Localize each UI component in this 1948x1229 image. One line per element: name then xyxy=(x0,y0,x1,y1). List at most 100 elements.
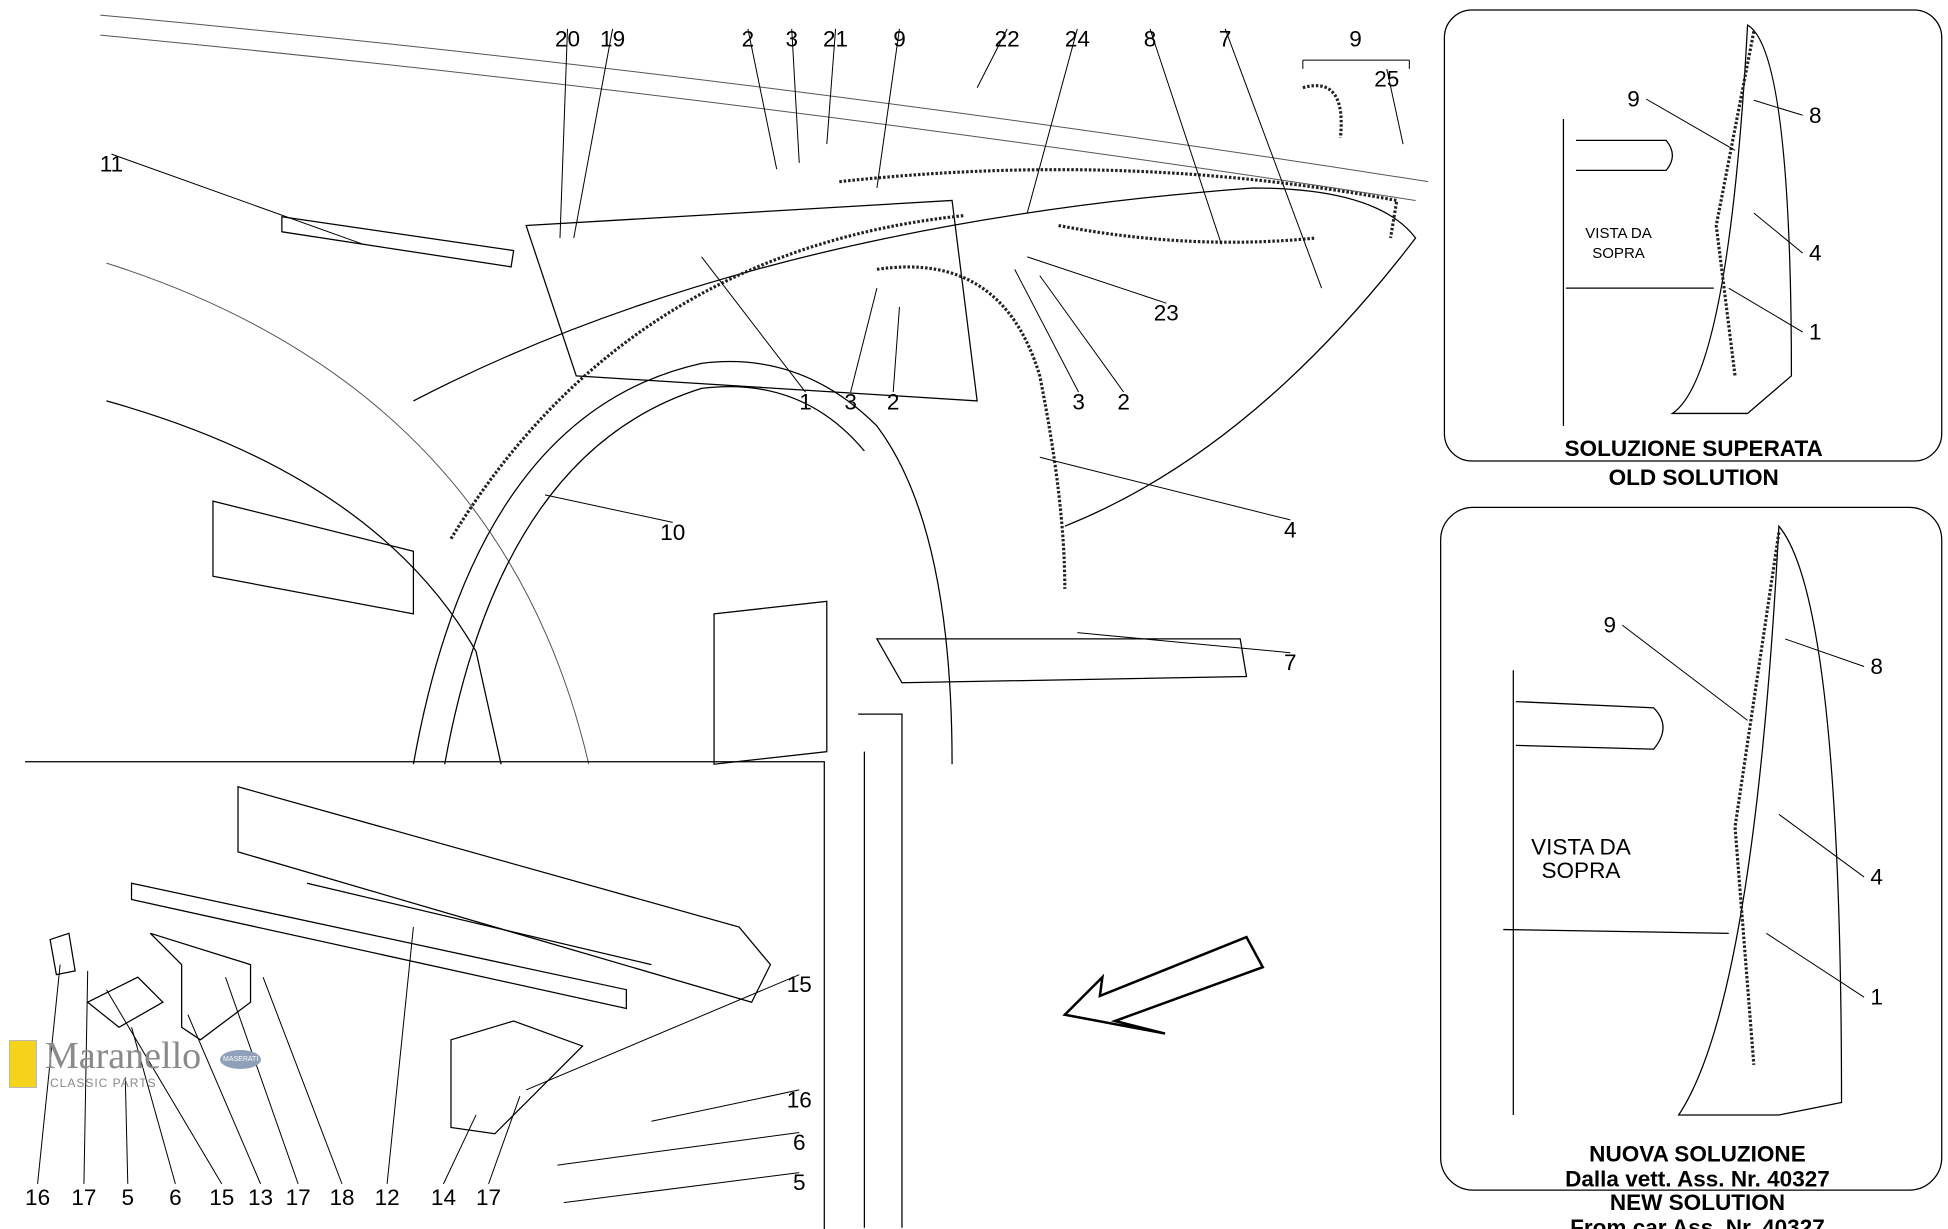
leader-line xyxy=(747,28,778,170)
new-view-label: VISTA DA xyxy=(1531,834,1631,859)
callout-label: 15 xyxy=(787,972,812,997)
leader-line xyxy=(525,974,800,1091)
leader-line xyxy=(1766,932,1865,998)
callout-label: 7 xyxy=(1284,650,1297,675)
new-solution-title: NEW SOLUTION xyxy=(1610,1190,1785,1215)
old-solution-title: SOLUZIONE SUPERATA xyxy=(1565,436,1823,461)
leader-line xyxy=(1149,28,1222,245)
leader-line xyxy=(1077,632,1291,654)
brand-name: Maranello xyxy=(45,1035,202,1077)
new-solution-title: From car Ass. Nr. 40327 xyxy=(1570,1215,1825,1229)
maranello-logo: Maranello CLASSIC PARTS MASERATI xyxy=(5,1035,335,1092)
leader-line xyxy=(37,964,61,1184)
callout-label: 3 xyxy=(1072,390,1085,415)
leader-line xyxy=(488,1096,521,1185)
old-callout-label: 1 xyxy=(1809,320,1822,345)
leader-line xyxy=(544,494,673,523)
callout-label: 16 xyxy=(787,1087,812,1112)
leader-line xyxy=(1728,287,1803,333)
leader-line xyxy=(1039,275,1125,393)
leader-line xyxy=(131,1027,176,1185)
ferrari-shield-icon xyxy=(9,1040,37,1088)
callout-label: 23 xyxy=(1154,301,1179,326)
inset-callout-label: 13 xyxy=(248,1185,273,1210)
inset-callout-label: 12 xyxy=(375,1185,400,1210)
callout-label: 10 xyxy=(660,520,685,545)
leader-line xyxy=(124,1077,129,1184)
new-view-label: SOPRA xyxy=(1542,858,1621,883)
leader-line xyxy=(850,288,878,393)
leader-line xyxy=(1026,28,1078,214)
leader-line xyxy=(386,927,414,1184)
inset-callout-label: 15 xyxy=(209,1185,234,1210)
leader-line xyxy=(1621,624,1748,721)
leader-line xyxy=(892,306,900,393)
old-view-label: VISTA DA xyxy=(1585,225,1651,242)
old-callout-label: 9 xyxy=(1627,87,1640,112)
old-solution-title: OLD SOLUTION xyxy=(1609,465,1779,490)
inset-detail xyxy=(25,761,825,1229)
callout-label: 2 xyxy=(887,390,900,415)
leader-line xyxy=(701,256,806,393)
maserati-badge: MASERATI xyxy=(220,1050,262,1069)
leader-line xyxy=(262,976,343,1185)
body-structure xyxy=(100,14,1429,1228)
leader-line xyxy=(573,28,614,239)
inset-callout-label: 16 xyxy=(25,1185,50,1210)
old-callout-label: 8 xyxy=(1809,103,1822,128)
leader-line xyxy=(443,1114,477,1185)
release-cables xyxy=(449,84,1399,589)
callout-label: 9 xyxy=(893,26,906,51)
leader-line xyxy=(106,989,223,1185)
leader-line xyxy=(1014,269,1080,393)
leader-line xyxy=(1645,98,1736,151)
callout-label: 3 xyxy=(785,26,798,51)
leader-line xyxy=(1784,638,1865,667)
old-callout-label: 4 xyxy=(1809,241,1822,266)
leader-line xyxy=(876,28,900,189)
callout-label: 22 xyxy=(995,26,1020,51)
leader-line xyxy=(1778,813,1865,878)
inset-callout-label: 18 xyxy=(329,1185,354,1210)
callout-label: 1 xyxy=(799,390,812,415)
leader-line xyxy=(83,970,89,1184)
leader-line xyxy=(791,28,800,163)
leader-line xyxy=(826,28,837,145)
callout-label: 6 xyxy=(793,1130,806,1155)
brand-sub: CLASSIC PARTS xyxy=(50,1076,157,1090)
callout-label: 2 xyxy=(1117,390,1130,415)
new-solution-title: NUOVA SOLUZIONE xyxy=(1589,1141,1806,1166)
new-solution-title: Dalla vett. Ass. Nr. 40327 xyxy=(1565,1166,1830,1191)
inset-callout-label: 17 xyxy=(71,1185,96,1210)
leader-line xyxy=(225,977,299,1185)
leader-line xyxy=(111,153,364,245)
leader-line xyxy=(1753,212,1804,254)
inset-callout-label: 17 xyxy=(286,1185,311,1210)
new-solution-panel xyxy=(1440,506,1943,1191)
leader-line xyxy=(976,28,1008,88)
inset-callout-label: 6 xyxy=(169,1185,182,1210)
callout-label: 11 xyxy=(100,152,123,177)
inset-callout-label: 17 xyxy=(476,1185,501,1210)
callout-label: 9 xyxy=(1349,26,1362,51)
leader-line xyxy=(559,28,568,239)
leader-line xyxy=(563,1172,800,1204)
callout-label: 4 xyxy=(1284,517,1297,542)
leader-line xyxy=(557,1132,800,1166)
callout-label: 7 xyxy=(1219,26,1232,51)
leader-line xyxy=(187,1014,262,1185)
leader-line xyxy=(1039,456,1291,521)
leader-line xyxy=(1027,256,1167,304)
new-callout-label: 8 xyxy=(1870,654,1883,679)
old-view-label: SOPRA xyxy=(1592,245,1645,262)
direction-arrow xyxy=(1062,935,1265,1035)
new-callout-label: 9 xyxy=(1603,613,1616,638)
leader-line xyxy=(1753,99,1803,116)
leader-line xyxy=(1386,68,1404,145)
callout-label: 8 xyxy=(1144,26,1157,51)
new-callout-label: 4 xyxy=(1870,864,1883,889)
inset-callout-label: 5 xyxy=(122,1185,135,1210)
leader-line xyxy=(1224,28,1323,289)
old-solution-panel xyxy=(1443,9,1943,462)
